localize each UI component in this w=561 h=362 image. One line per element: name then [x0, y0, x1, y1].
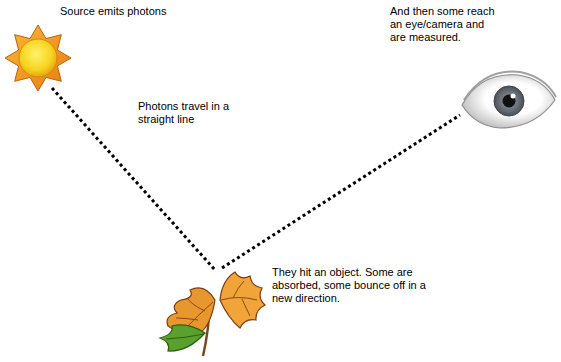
annotation-label: They hit an object. Some are absorbed, s…: [272, 266, 432, 305]
annotation-label: And then some reach an eye/camera and ar…: [390, 5, 502, 44]
annotation-label: Photons travel in a straight line: [138, 100, 250, 126]
photon-path: [222, 115, 460, 268]
sun-icon: [5, 25, 71, 91]
eye-icon: [462, 72, 556, 128]
leaf-icon: [160, 272, 265, 356]
annotation-label: Source emits photons: [60, 5, 220, 18]
